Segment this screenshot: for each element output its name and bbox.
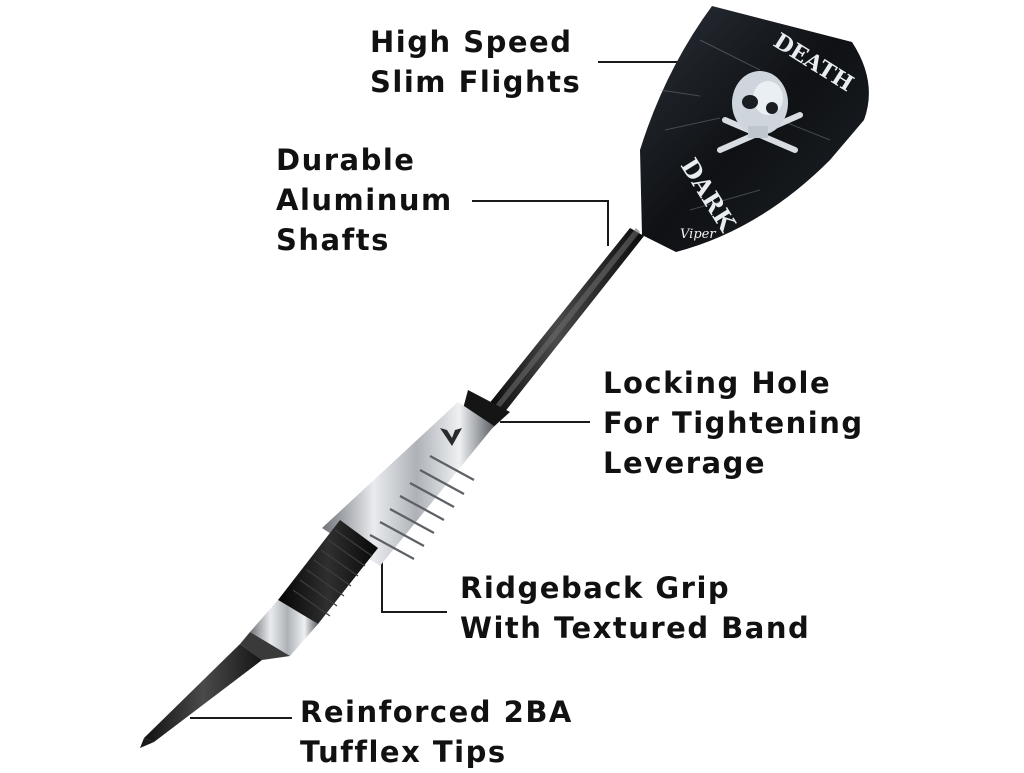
leader-line-grip: [381, 562, 447, 613]
tip: [140, 644, 262, 748]
flight: DEATH DARK Viper: [640, 6, 869, 252]
callout-grip: Ridgeback Grip With Textured Band: [460, 571, 811, 645]
callout-shafts: Durable Aluminum Shafts: [276, 143, 453, 257]
flight-brand-text: Viper: [680, 227, 716, 242]
viper-v-logo-icon: [440, 428, 462, 446]
callout-tips: Reinforced 2BA Tufflex Tips: [300, 695, 573, 769]
skull-crossbones-icon: [717, 71, 803, 153]
leader-line-shafts: [472, 200, 609, 246]
grip-band: [278, 520, 378, 624]
barrel: [322, 402, 494, 566]
callout-locking-hole: Locking Hole For Tightening Leverage: [603, 366, 864, 480]
front-ring: [250, 600, 318, 656]
callout-flights: High Speed Slim Flights: [370, 25, 582, 99]
